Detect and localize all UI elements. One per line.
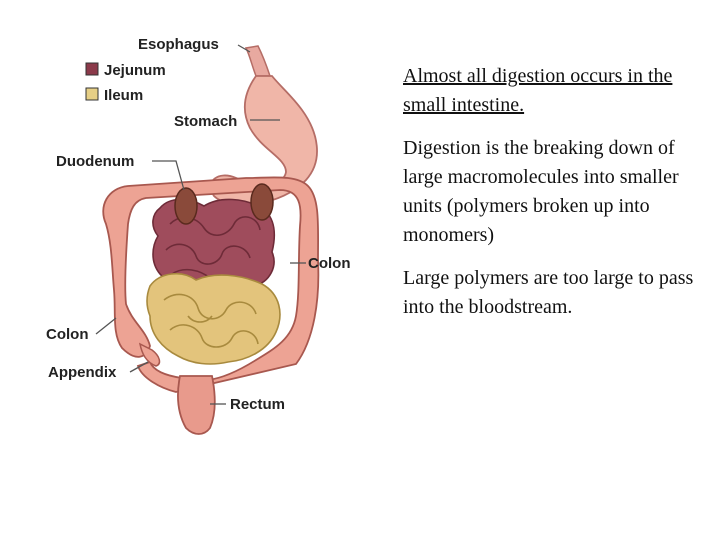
legend-label-ileum: Ileum (104, 87, 143, 104)
label-colon-left: Colon (46, 326, 89, 343)
legend-swatch-jejunum (85, 62, 99, 76)
body-paragraph-polymers-size: Large polymers are too large to pass int… (403, 267, 694, 318)
body-paragraph-digestion-definition: Digestion is the breaking down of large … (403, 137, 679, 246)
leader-esophagus (237, 44, 251, 53)
leader-appendix (129, 361, 149, 373)
rectum-shape (177, 375, 216, 435)
colon-cut-end (250, 183, 274, 221)
duodenum-cut-end (174, 187, 198, 225)
label-colon-right: Colon (308, 255, 351, 272)
legend-label-jejunum: Jejunum (104, 62, 166, 79)
digestive-system-diagram: Jejunum Ileum Esophagus Stomach Duodenum… (46, 36, 351, 435)
headline-text: Almost all digestion occurs in the small… (403, 65, 673, 116)
leader-duodenum (152, 160, 185, 191)
legend-swatch-ileum (85, 87, 99, 101)
label-rectum: Rectum (230, 396, 285, 413)
label-esophagus: Esophagus (138, 36, 219, 53)
slide-text-box: Almost all digestion occurs in the small… (403, 62, 703, 336)
label-appendix: Appendix (48, 364, 117, 381)
ileum-coils (163, 293, 259, 348)
esophagus-shape (244, 45, 272, 77)
leader-colon-left (95, 317, 117, 335)
label-stomach: Stomach (174, 113, 237, 130)
colon-shape (102, 176, 320, 393)
label-duodenum: Duodenum (56, 153, 134, 170)
appendix-shape (138, 342, 161, 367)
